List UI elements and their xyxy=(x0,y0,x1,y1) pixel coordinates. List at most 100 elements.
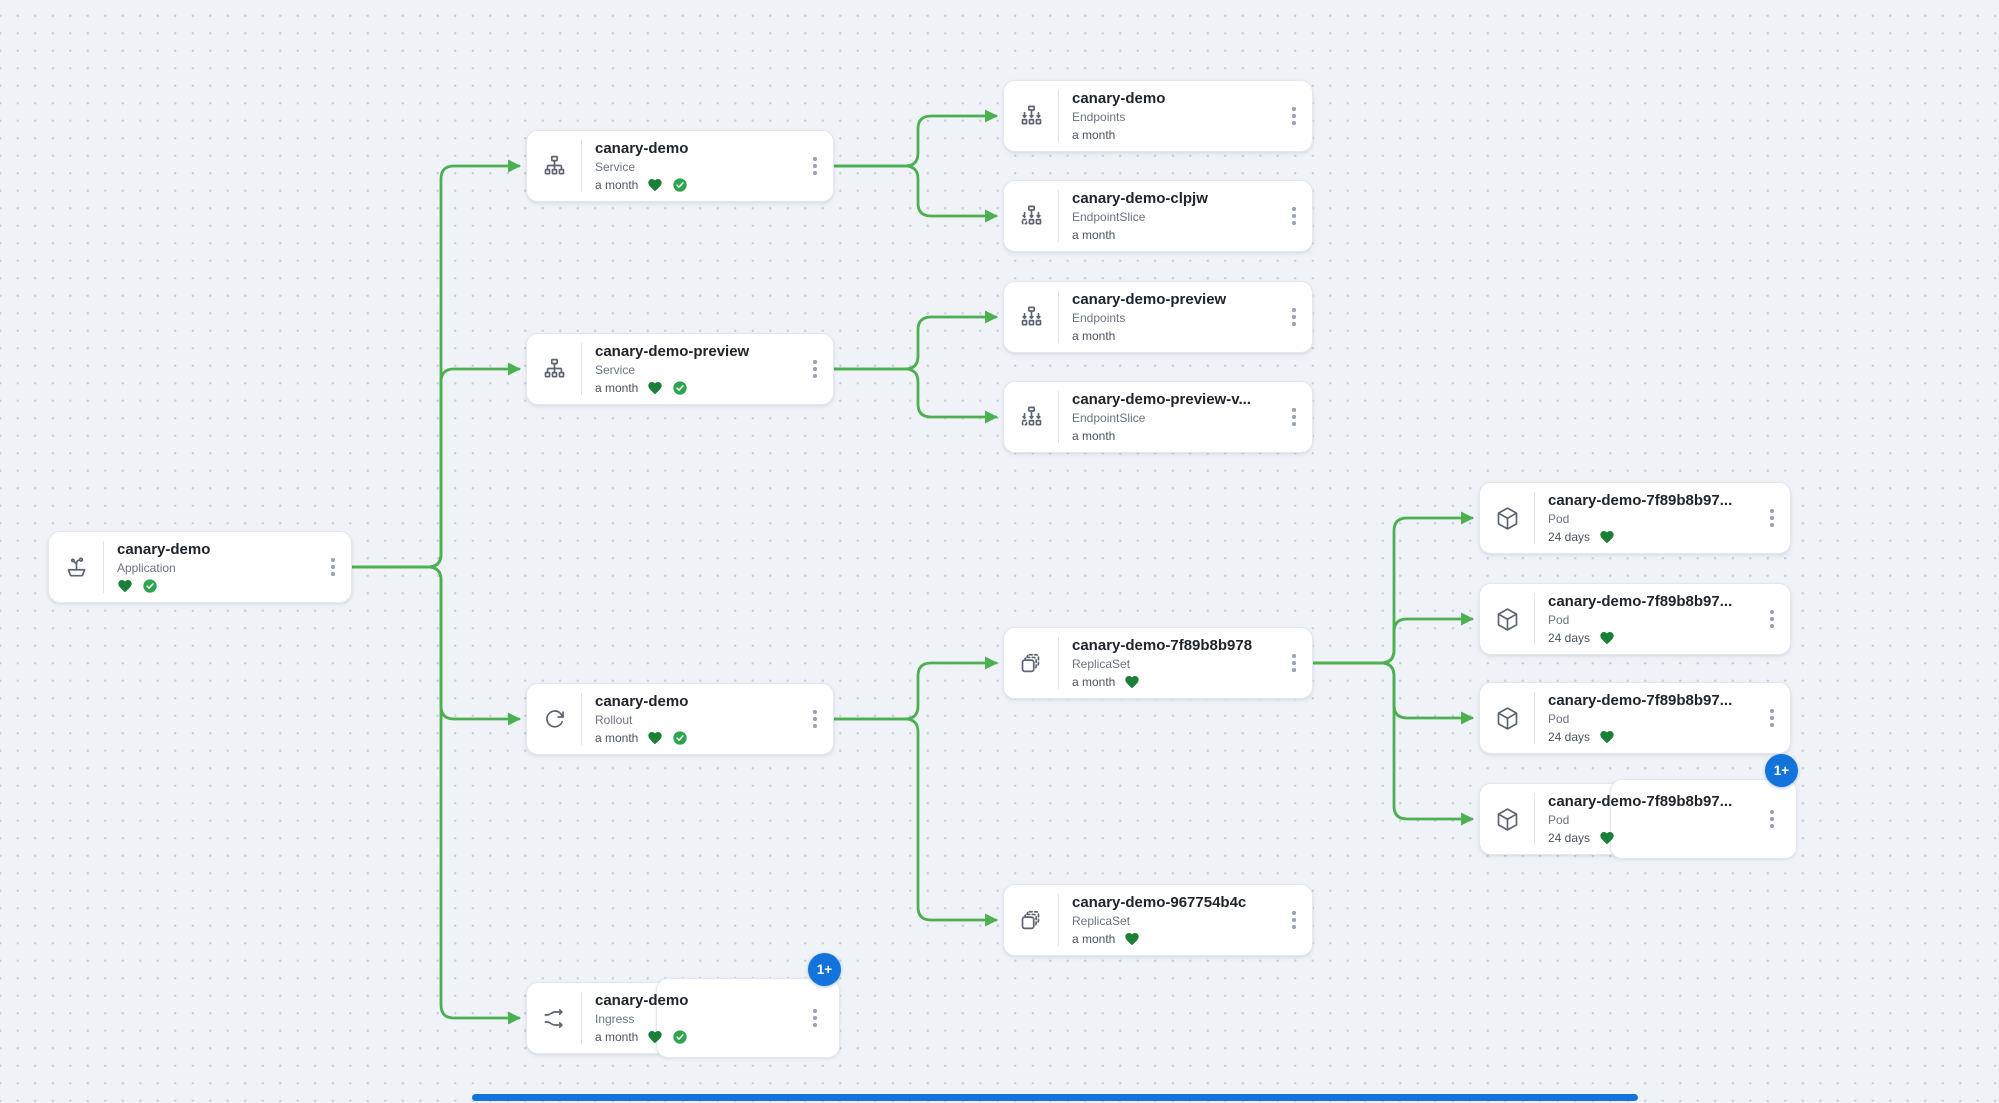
resource-kind: Endpoints xyxy=(1072,310,1126,325)
healthy-heart-icon xyxy=(117,578,133,594)
synced-check-icon xyxy=(142,578,158,594)
card-divider xyxy=(1534,692,1535,744)
service-icon xyxy=(541,356,568,383)
resource-node-pod-1[interactable]: canary-demo-7f89b8b97... Pod 24 days xyxy=(1479,482,1791,554)
kebab-menu-button[interactable] xyxy=(806,710,824,728)
resource-name: canary-demo xyxy=(595,692,689,710)
kebab-menu-button[interactable] xyxy=(1285,107,1303,125)
healthy-heart-icon xyxy=(647,177,663,193)
edge-service-canary-demo-preview-to-endpoints-canary-demo-preview xyxy=(832,310,998,371)
resource-kind: ReplicaSet xyxy=(1072,656,1131,671)
resource-node-endpointslice-canary-demo-clpjw[interactable]: canary-demo-clpjw EndpointSlice a month xyxy=(1003,180,1313,252)
resource-age: a month xyxy=(595,380,639,395)
kebab-menu-button[interactable] xyxy=(806,1009,824,1027)
resource-kind: EndpointSlice xyxy=(1072,209,1146,224)
card-divider xyxy=(1058,637,1059,689)
card-divider xyxy=(1058,291,1059,343)
healthy-heart-icon xyxy=(1599,830,1615,846)
endpoints-icon xyxy=(1018,103,1045,130)
card-divider xyxy=(1534,492,1535,544)
card-divider xyxy=(1534,793,1535,845)
resource-kind: Pod xyxy=(1548,711,1570,726)
resource-kind: Pod xyxy=(1548,612,1570,627)
synced-check-icon xyxy=(672,730,688,746)
resource-age: a month xyxy=(1072,227,1116,242)
resource-kind: Pod xyxy=(1548,511,1570,526)
card-divider xyxy=(581,693,582,745)
resource-name: canary-demo xyxy=(595,139,689,157)
kebab-menu-button[interactable] xyxy=(1763,509,1781,527)
collapsed-count-badge[interactable]: 1+ xyxy=(808,953,841,986)
resource-node-replicaset-canary-demo-967754b4c[interactable]: canary-demo-967754b4c ReplicaSet a month xyxy=(1003,884,1313,956)
edge-application-to-rollout-canary-demo xyxy=(350,565,521,726)
kebab-menu-button[interactable] xyxy=(1763,810,1781,828)
edge-service-canary-demo-preview-to-endpointslice-canary-demo-preview-v xyxy=(832,367,998,424)
replicaset-icon xyxy=(1018,907,1045,934)
kebab-menu-button[interactable] xyxy=(1285,207,1303,225)
resource-name: canary-demo-7f89b8b97... xyxy=(1548,491,1733,509)
ingress-icon xyxy=(541,1005,568,1032)
kebab-menu-button[interactable] xyxy=(1763,610,1781,628)
resource-node-application[interactable]: canary-demo Application xyxy=(48,531,352,603)
kebab-menu-button[interactable] xyxy=(1285,911,1303,929)
resource-node-pod-2[interactable]: canary-demo-7f89b8b97... Pod 24 days xyxy=(1479,583,1791,655)
resource-node-endpointslice-canary-demo-preview-v[interactable]: canary-demo-preview-v... EndpointSlice a… xyxy=(1003,381,1313,453)
resource-name: canary-demo xyxy=(117,540,211,558)
resource-kind: Pod xyxy=(1548,812,1570,827)
endpointslice-icon xyxy=(1018,203,1045,230)
pod-icon xyxy=(1494,806,1521,833)
healthy-heart-icon xyxy=(1124,674,1140,690)
synced-check-icon xyxy=(672,177,688,193)
edge-application-to-service-canary-demo xyxy=(350,159,521,569)
edge-rollout-canary-demo-to-replicaset-canary-demo-7f89b8b978 xyxy=(832,656,998,721)
healthy-heart-icon xyxy=(1599,729,1615,745)
resource-name: canary-demo xyxy=(595,991,689,1009)
edge-service-canary-demo-to-endpointslice-canary-demo-clpjw xyxy=(832,164,998,223)
card-divider xyxy=(1058,190,1059,242)
resource-name: canary-demo-7f89b8b97... xyxy=(1548,792,1733,810)
endpointslice-icon xyxy=(1018,404,1045,431)
edge-service-canary-demo-to-endpoints-canary-demo xyxy=(832,109,998,168)
resource-node-pod-4[interactable]: 1+ canary-demo-7f89b8b97... Pod 24 days xyxy=(1479,754,1798,859)
resource-kind: EndpointSlice xyxy=(1072,410,1146,425)
kebab-menu-button[interactable] xyxy=(1285,308,1303,326)
endpoints-icon xyxy=(1018,304,1045,331)
kebab-menu-button[interactable] xyxy=(324,558,342,576)
resource-age: a month xyxy=(595,177,639,192)
replicaset-icon xyxy=(1018,650,1045,677)
resource-node-rollout-canary-demo[interactable]: canary-demo Rollout a month xyxy=(526,683,834,755)
edge-replicaset-canary-demo-7f89b8b978-to-pod-2 xyxy=(1311,612,1474,665)
card-divider xyxy=(1058,391,1059,443)
resource-node-service-canary-demo-preview[interactable]: canary-demo-preview Service a month xyxy=(526,333,834,405)
resource-name: canary-demo-7f89b8b97... xyxy=(1548,691,1733,709)
healthy-heart-icon xyxy=(1599,630,1615,646)
resource-kind: Service xyxy=(595,362,636,377)
resource-name: canary-demo-967754b4c xyxy=(1072,893,1247,911)
resource-name: canary-demo xyxy=(1072,89,1166,107)
service-icon xyxy=(541,153,568,180)
pod-icon xyxy=(1494,505,1521,532)
resource-node-service-canary-demo[interactable]: canary-demo Service a month xyxy=(526,130,834,202)
edge-rollout-canary-demo-to-replicaset-canary-demo-967754b4c xyxy=(832,717,998,927)
resource-age: 24 days xyxy=(1548,529,1591,544)
resource-node-endpoints-canary-demo-preview[interactable]: canary-demo-preview Endpoints a month xyxy=(1003,281,1313,353)
kebab-menu-button[interactable] xyxy=(1763,709,1781,727)
kebab-menu-button[interactable] xyxy=(806,157,824,175)
kebab-menu-button[interactable] xyxy=(806,360,824,378)
kebab-menu-button[interactable] xyxy=(1285,654,1303,672)
kebab-menu-button[interactable] xyxy=(1285,408,1303,426)
resource-node-replicaset-canary-demo-7f89b8b978[interactable]: canary-demo-7f89b8b978 ReplicaSet a mont… xyxy=(1003,627,1313,699)
edge-replicaset-canary-demo-7f89b8b978-to-pod-1 xyxy=(1311,511,1474,665)
resource-node-ingress-canary-demo[interactable]: 1+ canary-demo Ingress a month xyxy=(526,953,841,1058)
resource-age: 24 days xyxy=(1548,830,1591,845)
resource-name: canary-demo-clpjw xyxy=(1072,189,1208,207)
resource-node-pod-3[interactable]: canary-demo-7f89b8b97... Pod 24 days xyxy=(1479,682,1791,754)
horizontal-scrollbar[interactable] xyxy=(472,1094,1638,1101)
resource-node-endpoints-canary-demo[interactable]: canary-demo Endpoints a month xyxy=(1003,80,1313,152)
resource-kind: ReplicaSet xyxy=(1072,913,1131,928)
resource-name: canary-demo-preview-v... xyxy=(1072,390,1251,408)
healthy-heart-icon xyxy=(1124,931,1140,947)
collapsed-count-badge[interactable]: 1+ xyxy=(1765,754,1798,787)
